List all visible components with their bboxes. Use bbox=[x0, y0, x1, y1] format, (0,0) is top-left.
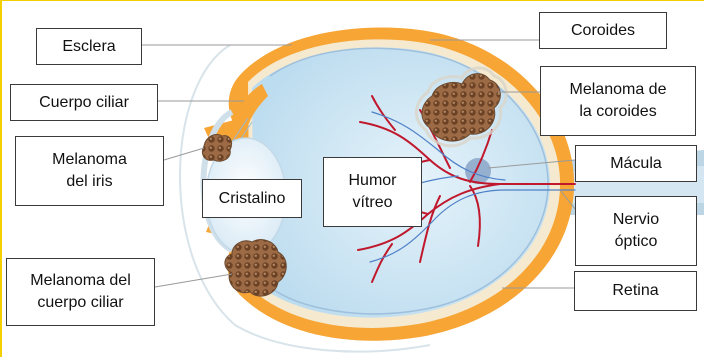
label-coroides: Coroides bbox=[539, 12, 667, 49]
label-retina-text: Retina bbox=[612, 280, 658, 302]
label-esclera: Esclera bbox=[36, 28, 142, 65]
label-melanoma-coroides: Melanoma de la coroides bbox=[540, 66, 696, 136]
label-melanoma-cuerpo-ciliar-line1: Melanoma del bbox=[30, 270, 131, 292]
label-humor-vitreo-line1: Humor bbox=[348, 170, 396, 192]
label-melanoma-cuerpo-ciliar: Melanoma del cuerpo ciliar bbox=[6, 258, 155, 326]
label-humor-vitreo-line2: vítreo bbox=[352, 192, 392, 214]
label-esclera-text: Esclera bbox=[62, 36, 115, 58]
label-melanoma-coroides-line1: Melanoma de bbox=[570, 79, 667, 101]
label-nervio-optico-line1: Nervio bbox=[613, 209, 659, 231]
label-coroides-text: Coroides bbox=[571, 20, 635, 42]
label-melanoma-iris-line1: Melanoma bbox=[52, 149, 127, 171]
label-melanoma-coroides-line2: la coroides bbox=[579, 101, 656, 123]
label-cuerpo-ciliar: Cuerpo ciliar bbox=[10, 84, 158, 121]
label-cristalino-text: Cristalino bbox=[219, 188, 286, 210]
label-retina: Retina bbox=[574, 271, 697, 311]
label-melanoma-iris: Melanoma del iris bbox=[15, 136, 164, 206]
label-melanoma-cuerpo-ciliar-line2: cuerpo ciliar bbox=[37, 292, 123, 314]
label-macula: Mácula bbox=[575, 145, 697, 182]
label-cristalino: Cristalino bbox=[202, 179, 302, 218]
label-cuerpo-ciliar-text: Cuerpo ciliar bbox=[39, 92, 129, 114]
label-macula-text: Mácula bbox=[610, 153, 662, 175]
label-humor-vitreo: Humor vítreo bbox=[323, 157, 422, 227]
iris-melanoma bbox=[202, 134, 231, 161]
label-nervio-optico-line2: óptico bbox=[615, 231, 658, 253]
label-melanoma-iris-line2: del iris bbox=[66, 171, 112, 193]
label-nervio-optico: Nervio óptico bbox=[575, 196, 697, 266]
